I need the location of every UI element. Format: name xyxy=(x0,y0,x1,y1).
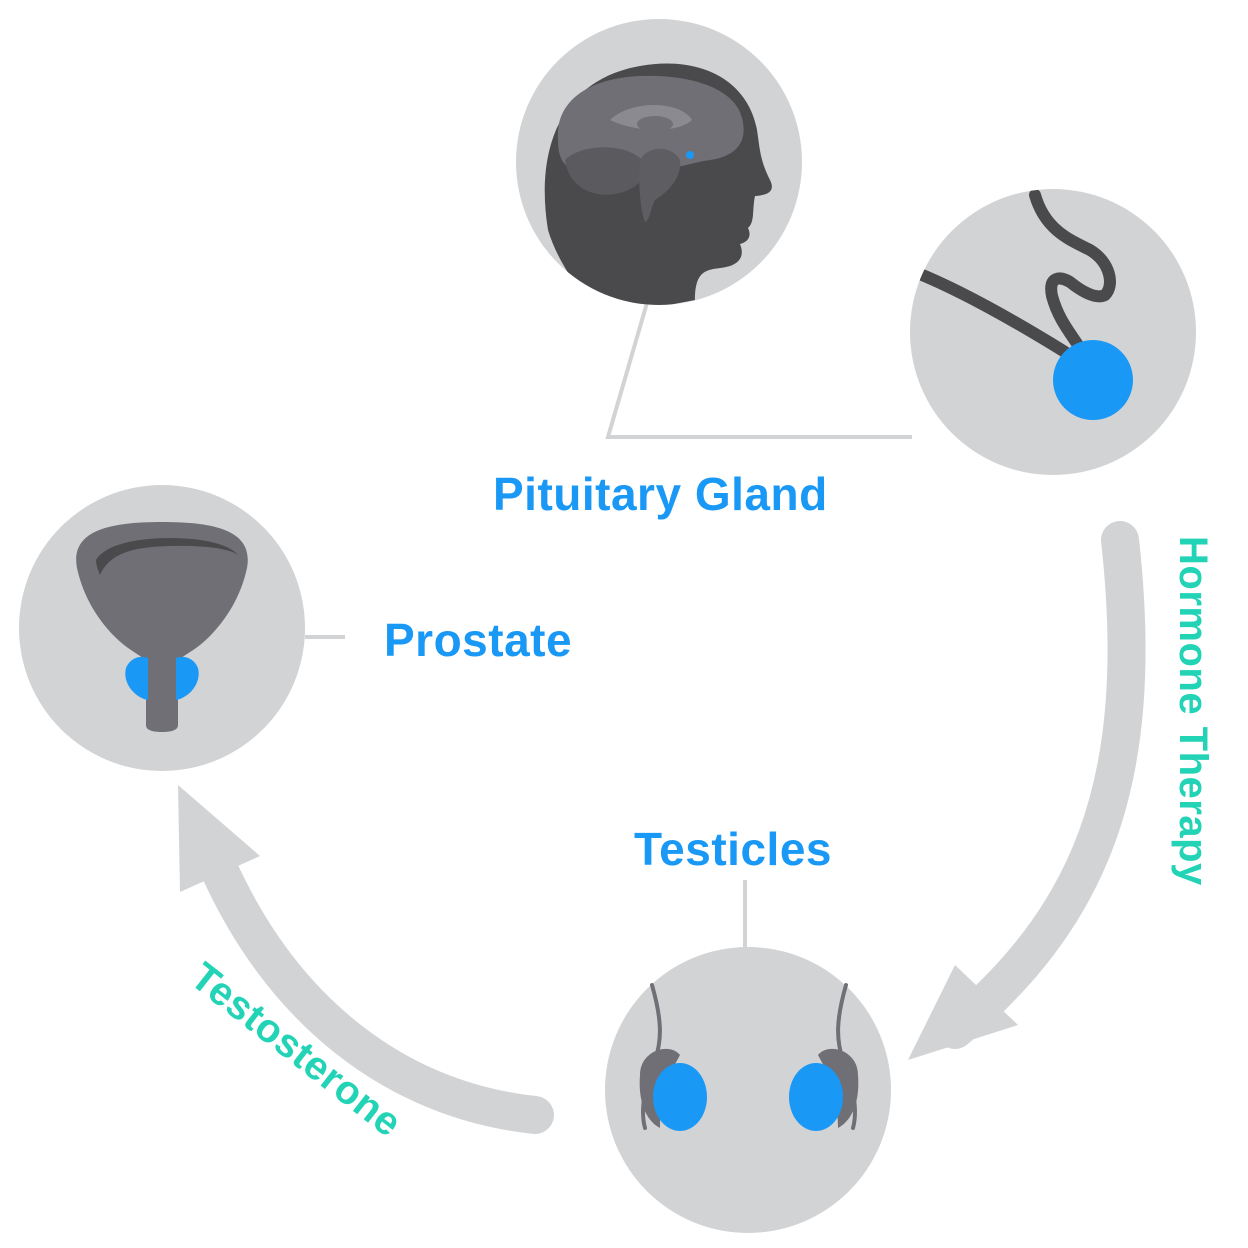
testosterone-arrow xyxy=(178,785,554,1134)
pituitary-gland-label: Pituitary Gland xyxy=(493,468,828,520)
hormone-therapy-arrow xyxy=(908,521,1146,1060)
prostate-bladder-icon xyxy=(19,485,305,771)
hormone-therapy-label: Hormone Therapy xyxy=(1171,536,1215,886)
testicles-label: Testicles xyxy=(634,823,832,875)
head-brain-icon xyxy=(516,19,802,305)
prostate-label: Prostate xyxy=(384,614,572,666)
pituitary-gland-icon xyxy=(910,189,1196,475)
testicles-icon xyxy=(605,947,891,1233)
